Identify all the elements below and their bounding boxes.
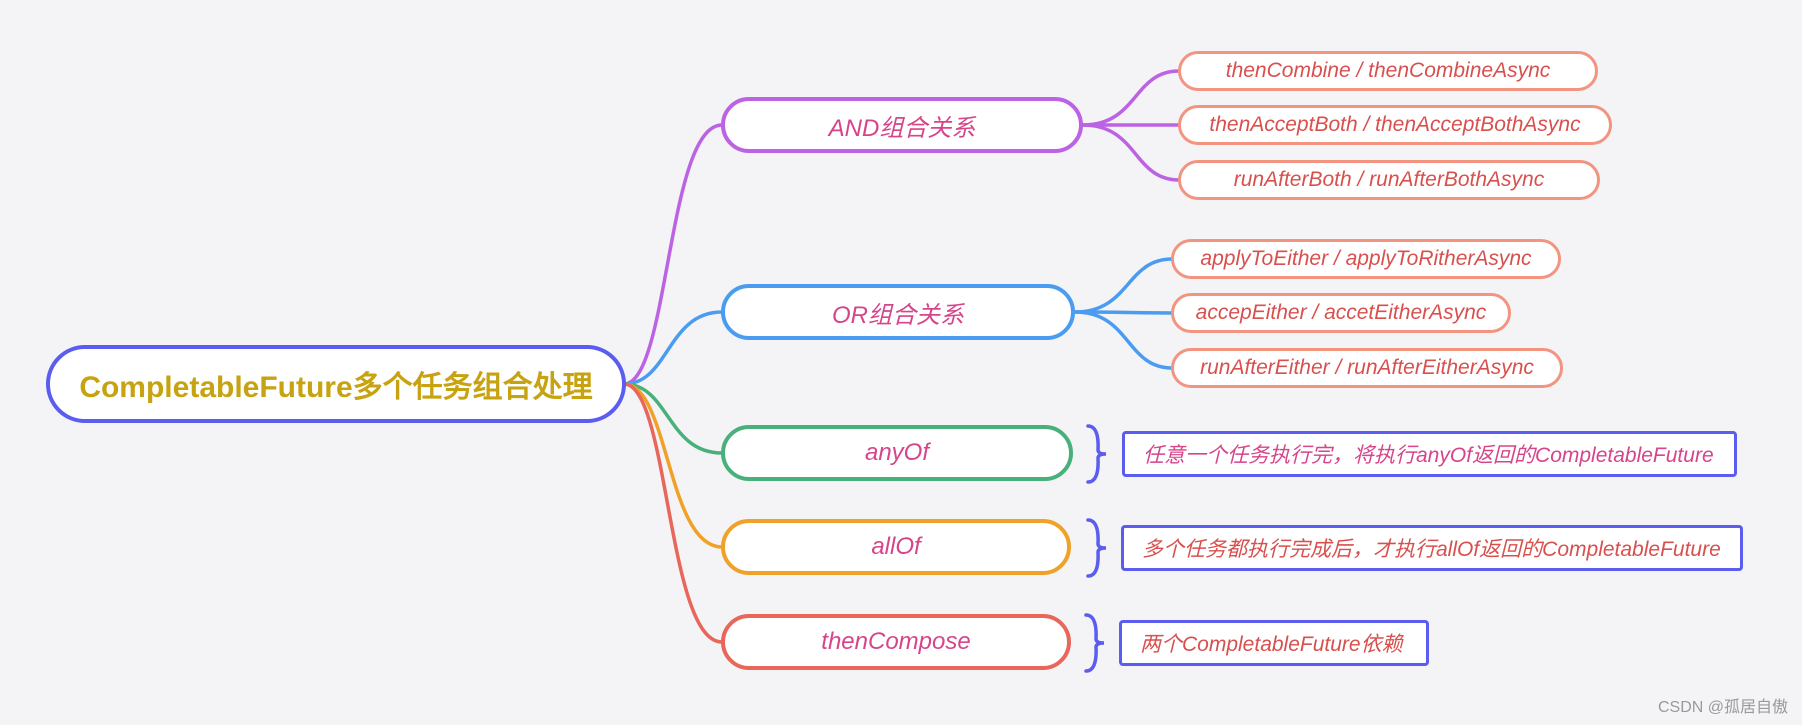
connector-root-to-anyof <box>622 382 724 455</box>
connector-and-to-then-combine <box>1081 69 1181 127</box>
brace-anyof <box>1086 424 1107 484</box>
leaf-run-after-either[interactable]: runAfterEither / runAfterEitherAsync <box>1171 348 1563 388</box>
note-anyof: 任意一个任务执行完，将执行anyOf返回的CompletableFuture <box>1122 431 1737 477</box>
connector-root-to-or <box>622 310 724 386</box>
note-allof: 多个任务都执行完成后，才执行allOf返回的CompletableFuture <box>1121 525 1743 571</box>
watermark: CSDN @孤居自傲 <box>1657 699 1788 716</box>
connector-root-to-allof <box>622 382 724 549</box>
leaf-then-combine[interactable]: thenCombine / thenCombineAsync <box>1178 51 1598 91</box>
brace-allof <box>1086 518 1107 578</box>
brace-thencompose <box>1084 613 1105 673</box>
connector-or-to-run-after-either <box>1073 310 1174 370</box>
connector-root-to-and <box>622 123 724 386</box>
branch-anyof[interactable]: anyOf <box>721 425 1073 481</box>
branch-and-combination[interactable]: AND组合关系 <box>721 97 1083 153</box>
leaf-run-after-both[interactable]: runAfterBoth / runAfterBothAsync <box>1178 160 1600 200</box>
connector-and-to-run-after-both <box>1081 123 1181 182</box>
connector-root-to-thencompose <box>622 382 724 644</box>
branch-or-combination[interactable]: OR组合关系 <box>721 284 1075 340</box>
leaf-accept-either[interactable]: accepEither / accetEitherAsync <box>1171 293 1511 333</box>
leaf-apply-to-either[interactable]: applyToEither / applyToRitherAsync <box>1171 239 1561 279</box>
branch-thencompose[interactable]: thenCompose <box>721 614 1071 670</box>
note-thencompose: 两个CompletableFuture依赖 <box>1119 620 1429 666</box>
leaf-then-accept-both[interactable]: thenAcceptBoth / thenAcceptBothAsync <box>1178 105 1612 145</box>
branch-allof[interactable]: allOf <box>721 519 1071 575</box>
connector-or-to-apply-to-either <box>1073 257 1174 314</box>
root-node[interactable]: CompletableFuture多个任务组合处理 <box>46 345 626 423</box>
